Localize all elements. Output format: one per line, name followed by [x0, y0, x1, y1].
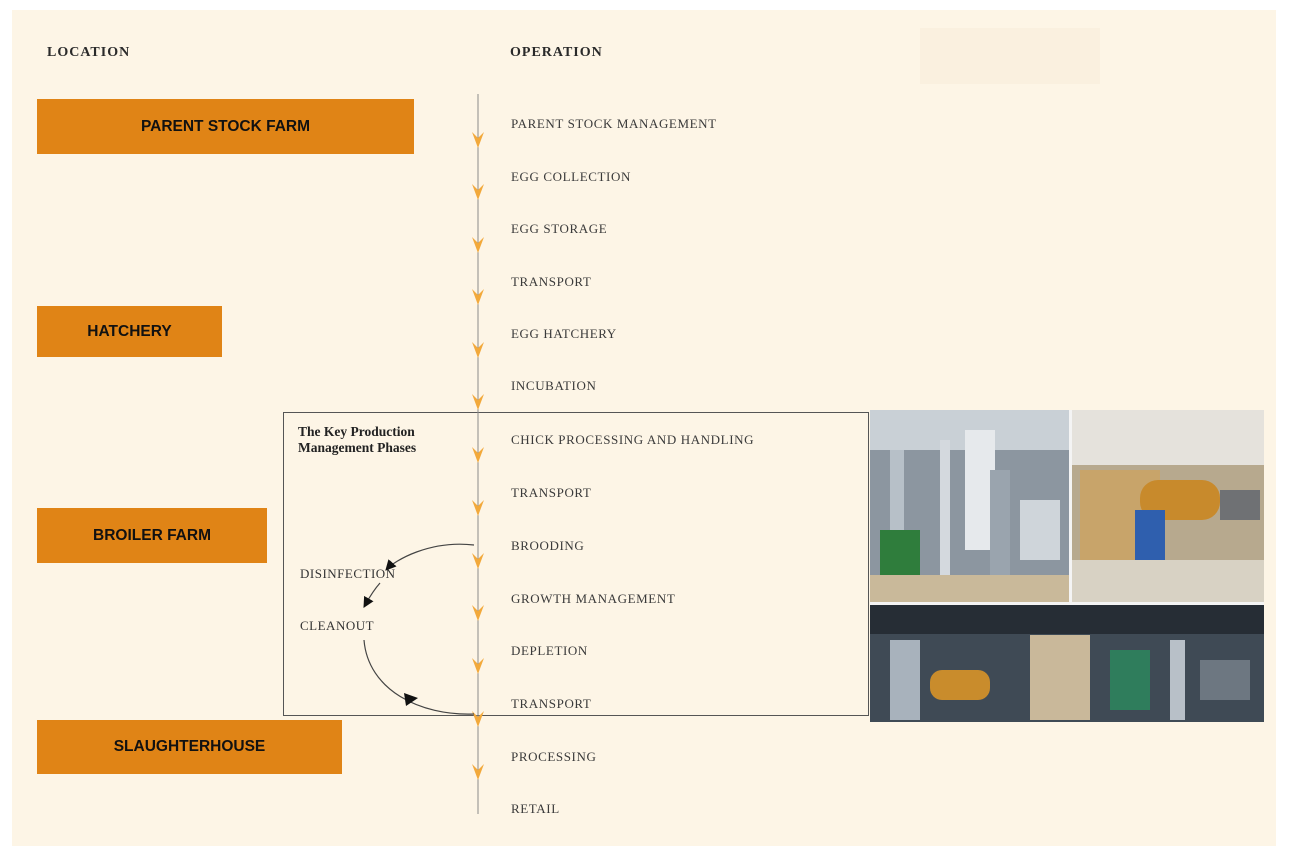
cycle-arrowhead-transport: [404, 693, 418, 706]
factory-equipment-photo: [870, 410, 1264, 722]
faint-background-panel: [920, 28, 1100, 84]
flow-arrow: [472, 500, 484, 516]
location-header: LOCATION: [47, 45, 131, 60]
flow-arrow: [472, 764, 484, 780]
operation-item: PARENT STOCK MANAGEMENT: [511, 116, 717, 131]
flow-arrow: [472, 711, 484, 727]
operation-item: EGG STORAGE: [511, 221, 608, 236]
operation-item: EGG COLLECTION: [511, 169, 631, 184]
cycle-cleanout: CLEANOUT: [300, 618, 375, 633]
location-broiler-farm: BROILER FARM: [37, 508, 267, 563]
flow-arrow: [472, 553, 484, 569]
flow-arrow: [472, 237, 484, 253]
factory-equipment-photo-icon: [870, 410, 1264, 722]
flow-arrow: [472, 658, 484, 674]
flow-arrow: [472, 605, 484, 621]
key-phases-title: The Key Production Management Phases: [298, 424, 417, 455]
operation-item: DEPLETION: [511, 643, 588, 658]
operation-item: CHICK PROCESSING AND HANDLING: [511, 432, 755, 447]
location-parent-stock-farm: PARENT STOCK FARM: [37, 99, 414, 154]
location-slaughterhouse: SLAUGHTERHOUSE: [37, 720, 342, 774]
operation-item: RETAIL: [511, 801, 560, 816]
flow-arrow: [472, 447, 484, 463]
operation-item: PROCESSING: [511, 749, 597, 764]
operation-item: TRANSPORT: [511, 485, 592, 500]
operation-item: TRANSPORT: [511, 274, 592, 289]
operation-item: BROODING: [511, 538, 585, 553]
cycle-disinfection: DISINFECTION: [300, 566, 396, 581]
key-phases-box: [283, 412, 869, 716]
operation-item: INCUBATION: [511, 378, 597, 393]
operation-header: OPERATION: [510, 45, 603, 60]
flow-spine: [472, 94, 484, 814]
cycle-arrow-brooding-to-disinfection: [385, 543, 475, 571]
flow-arrow: [472, 342, 484, 358]
cycle-arrow-disinfection-to-cleanout: [363, 582, 381, 608]
flow-arrow: [472, 394, 484, 410]
flow-arrow: [472, 184, 484, 200]
operation-item: GROWTH MANAGEMENT: [511, 591, 676, 606]
cycle-arrow-transport-to-cleanout: [363, 639, 475, 715]
flow-arrow: [472, 289, 484, 305]
location-hatchery: HATCHERY: [37, 306, 222, 357]
operation-item: TRANSPORT: [511, 696, 592, 711]
operation-item: EGG HATCHERY: [511, 326, 617, 341]
flow-arrow: [472, 132, 484, 148]
